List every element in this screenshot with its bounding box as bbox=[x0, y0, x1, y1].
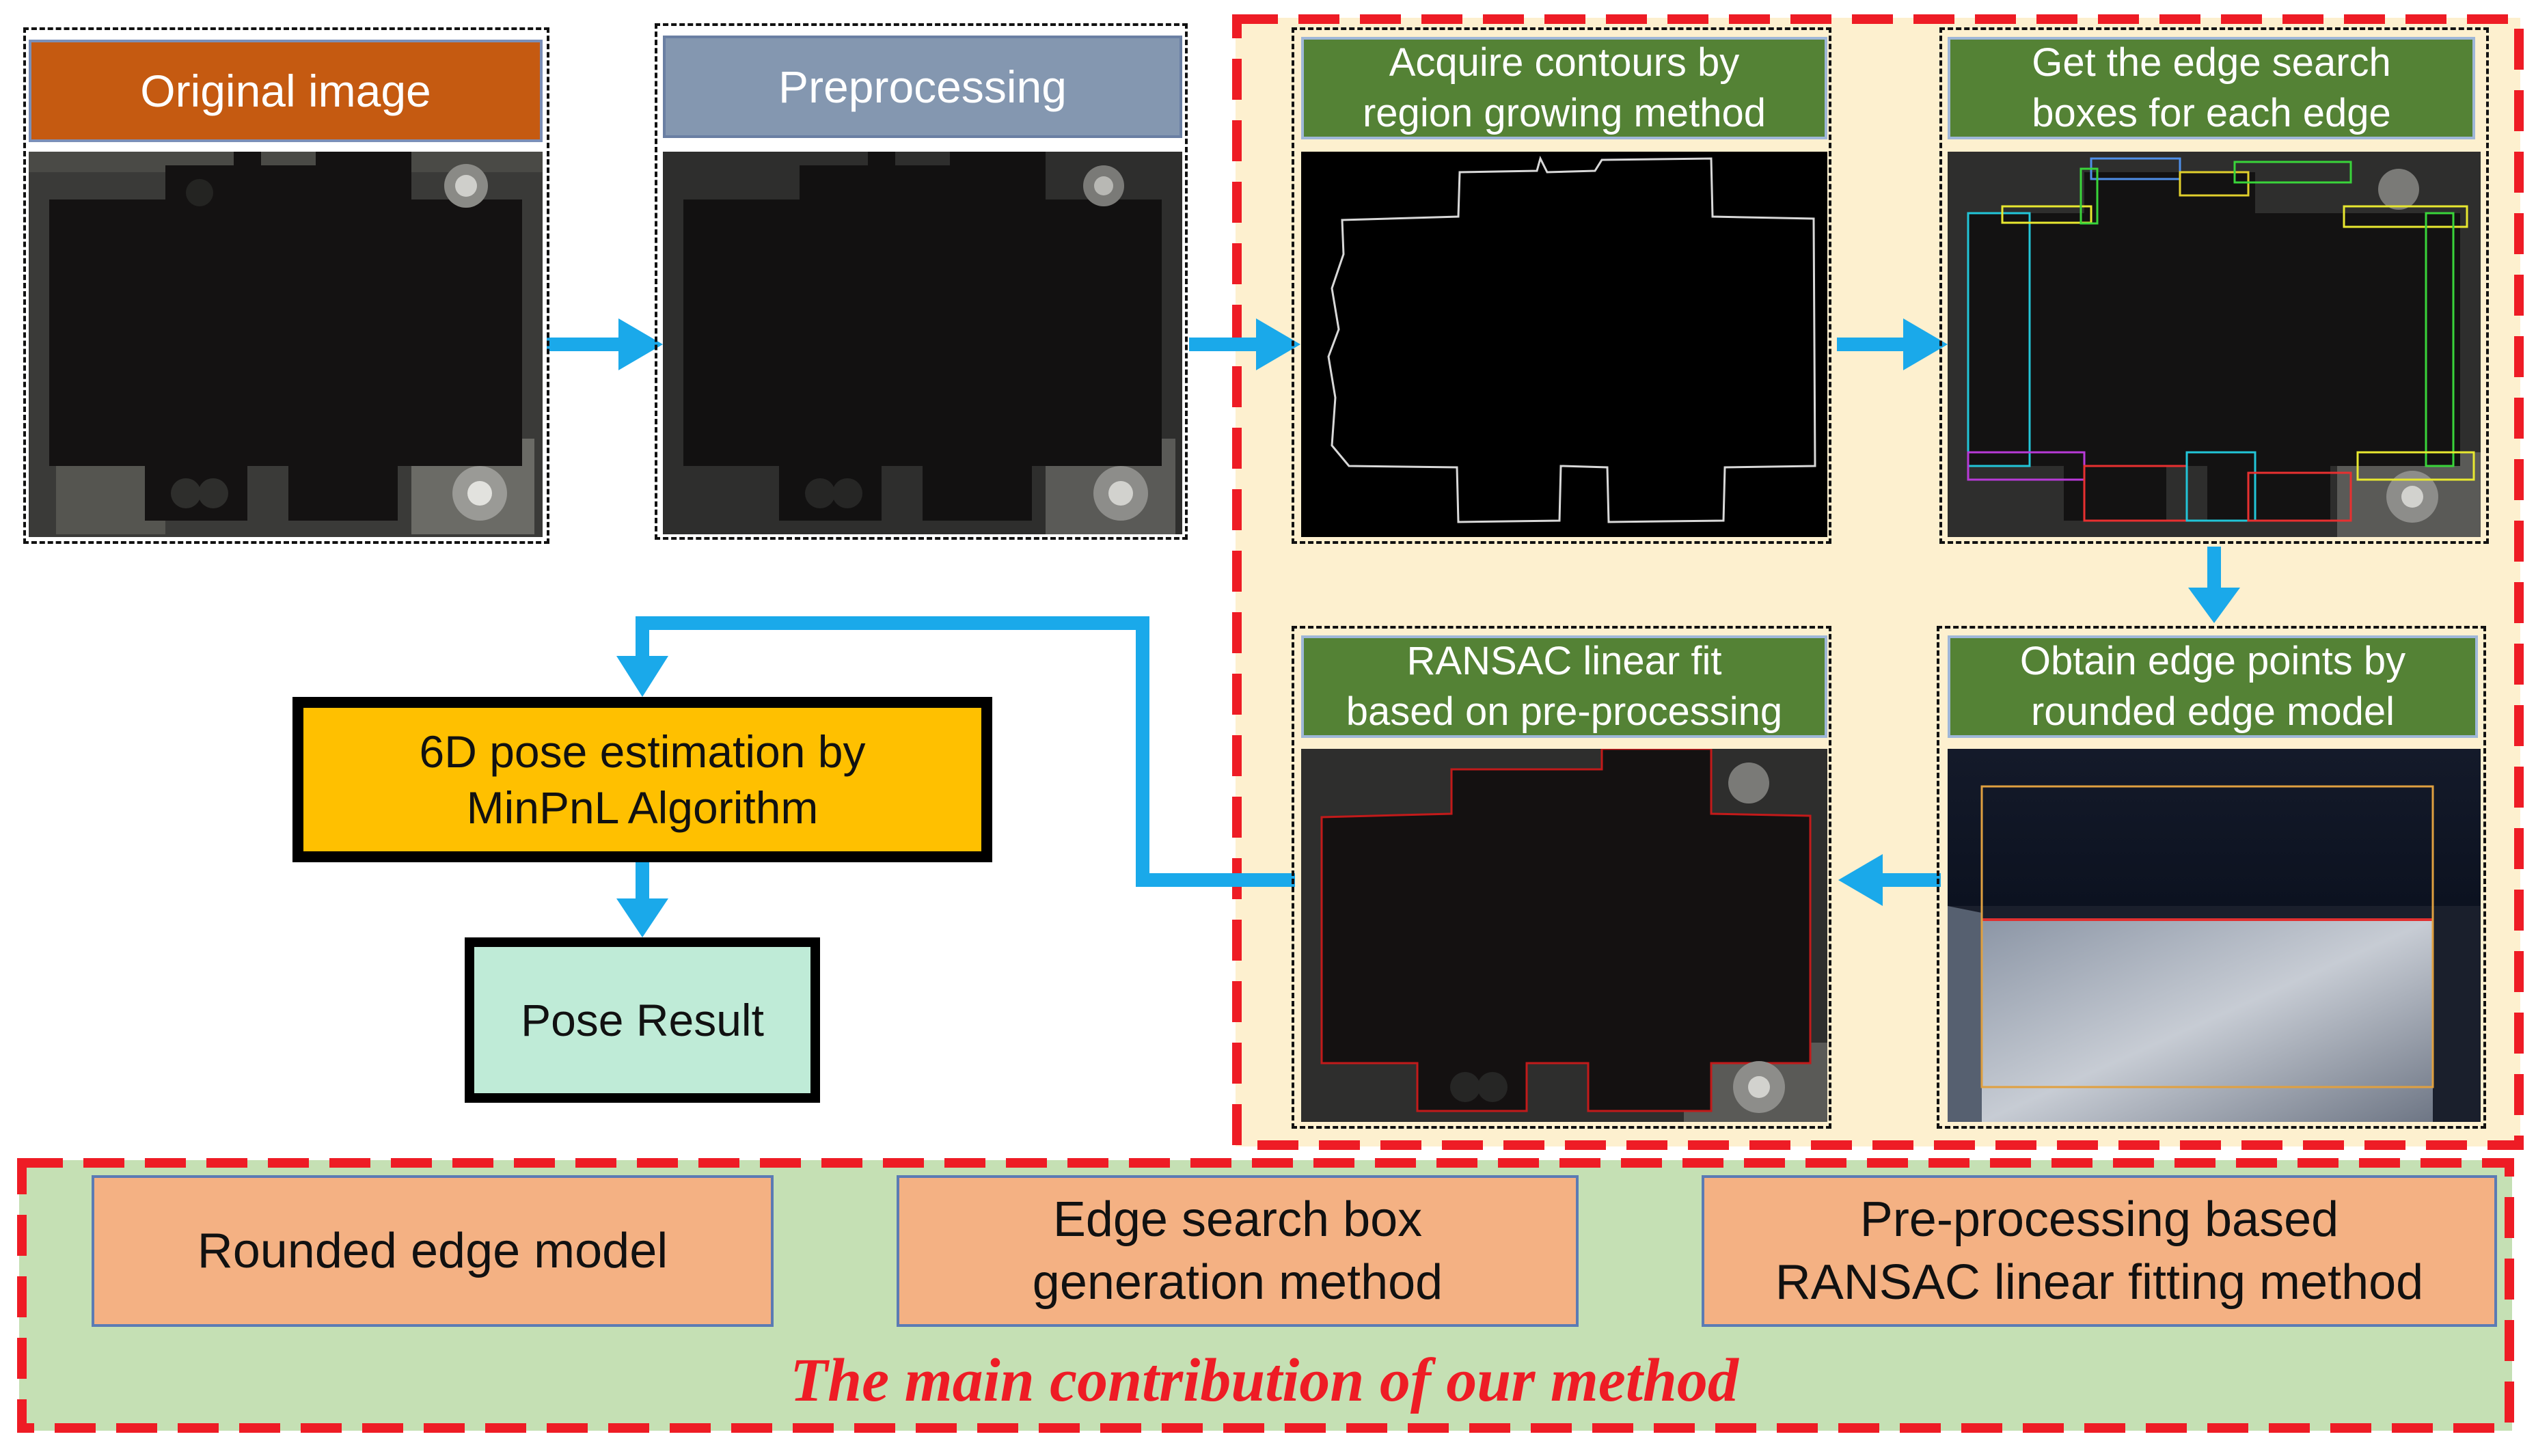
pipeline-dashed-border bbox=[1232, 14, 2524, 1150]
contours-image bbox=[1301, 152, 1827, 537]
header-contours: Acquire contours by region growing metho… bbox=[1301, 37, 1827, 139]
contribution-edge-search-box-label: Edge search box generation method bbox=[1032, 1192, 1443, 1310]
header-original-image: Original image bbox=[29, 40, 543, 142]
contribution-dashed-border bbox=[17, 1158, 2514, 1433]
panel-edge-points bbox=[1937, 626, 2486, 1129]
contribution-ransac-fitting: Pre-processing based RANSAC linear fitti… bbox=[1702, 1175, 2497, 1327]
contribution-edge-search-box: Edge search box generation method bbox=[897, 1175, 1579, 1327]
pose-result-label: Pose Result bbox=[521, 995, 764, 1045]
header-search-boxes: Get the edge search boxes for each edge bbox=[1948, 37, 2475, 139]
pose-estimation-label: 6D pose estimation by MinPnL Algorithm bbox=[419, 726, 866, 833]
edge-points-image bbox=[1948, 749, 2481, 1122]
header-preprocessing: Preprocessing bbox=[663, 36, 1182, 138]
header-original-image-label: Original image bbox=[140, 66, 431, 116]
panel-search-boxes bbox=[1939, 27, 2489, 544]
panel-original bbox=[23, 27, 549, 544]
arrow-ransac-to-pose bbox=[636, 616, 1295, 887]
contribution-caption: The main contribution of our method bbox=[410, 1339, 2118, 1421]
header-contours-label: Acquire contours by region growing metho… bbox=[1362, 40, 1767, 135]
ransac-image bbox=[1301, 749, 1827, 1122]
header-edge-points-label: Obtain edge points by rounded edge model bbox=[2019, 639, 2406, 734]
contribution-caption-text: The main contribution of our method bbox=[790, 1346, 1739, 1414]
original-image-photo bbox=[29, 152, 543, 537]
header-preprocessing-label: Preprocessing bbox=[778, 61, 1067, 112]
header-edge-points: Obtain edge points by rounded edge model bbox=[1948, 635, 2478, 738]
panel-ransac bbox=[1292, 626, 1831, 1129]
header-ransac-label: RANSAC linear fit based on pre-processin… bbox=[1346, 639, 1783, 734]
search-boxes-image bbox=[1948, 152, 2481, 537]
header-search-boxes-label: Get the edge search boxes for each edge bbox=[2032, 40, 2391, 135]
contribution-rounded-edge-model-label: Rounded edge model bbox=[197, 1224, 668, 1278]
preprocessing-image-photo bbox=[663, 152, 1182, 534]
pose-result-box: Pose Result bbox=[465, 937, 820, 1103]
header-ransac: RANSAC linear fit based on pre-processin… bbox=[1301, 635, 1827, 738]
contribution-rounded-edge-model: Rounded edge model bbox=[92, 1175, 774, 1327]
panel-preprocessing bbox=[655, 23, 1188, 540]
pose-estimation-box: 6D pose estimation by MinPnL Algorithm bbox=[292, 697, 992, 862]
panel-contours bbox=[1292, 27, 1831, 544]
contribution-ransac-fitting-label: Pre-processing based RANSAC linear fitti… bbox=[1775, 1192, 2424, 1310]
